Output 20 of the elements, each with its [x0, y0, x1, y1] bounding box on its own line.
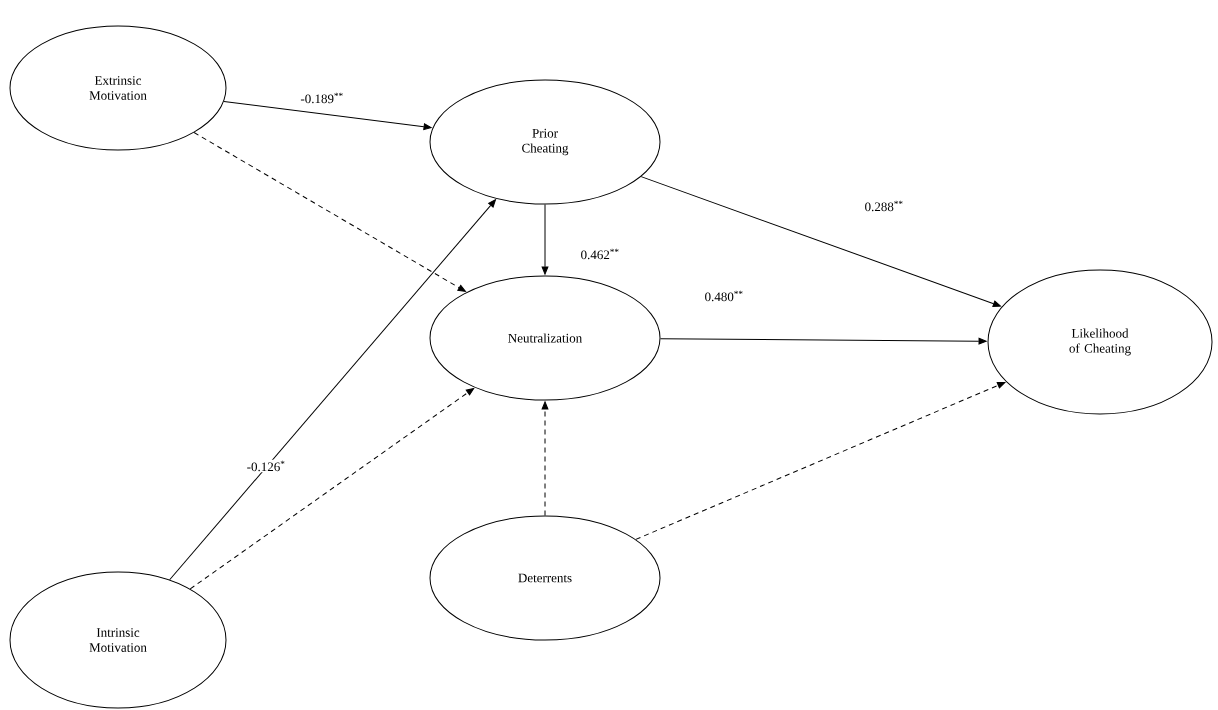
edge-label: 0.288$^{**}$: [863, 199, 905, 213]
arrow: [635, 381, 1006, 540]
arrow: [189, 387, 475, 590]
arrow: [640, 176, 1002, 307]
arrow: [541, 204, 549, 275]
edge-label: 0.480$^{**}$: [703, 289, 745, 303]
ellipse-node: Prior Cheating: [429, 79, 661, 205]
ellipse-node: Neutralization: [429, 275, 661, 401]
edge-label: -0.126$^{*}$: [245, 459, 287, 473]
ellipse-node: Intrinsic Motivation: [9, 571, 227, 709]
arrow: [193, 132, 466, 292]
ellipse-node: Extrinsic Motivation: [9, 25, 227, 151]
ellipse-node: Likelihood of Cheating: [987, 269, 1213, 415]
ellipse-node: Deterrents: [429, 515, 661, 641]
arrow: [169, 199, 496, 581]
arrow: [660, 337, 987, 345]
edge-label: -0.189$^{**}$: [299, 91, 345, 105]
arrow: [541, 401, 549, 516]
arrow: [223, 100, 432, 131]
edge-label: 0.462$^{**}$: [579, 247, 621, 261]
